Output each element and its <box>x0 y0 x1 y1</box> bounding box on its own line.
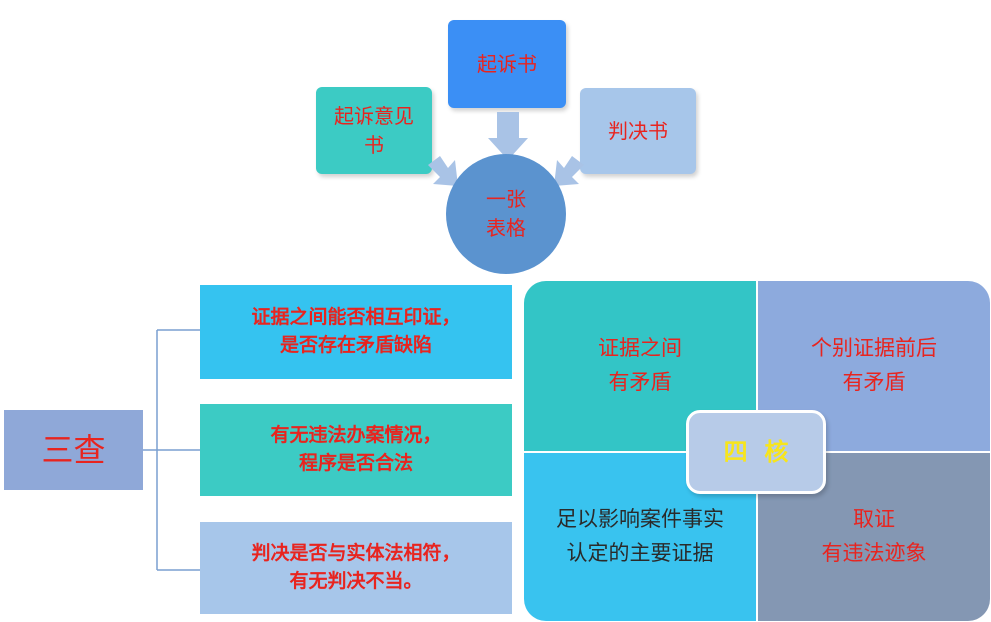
he-cell-bottom-left-text: 足以影响案件事实 认定的主要证据 <box>556 507 724 565</box>
cha-item-1: 证据之间能否相互印证， 是否存在矛盾缺陷 <box>200 285 512 379</box>
he-cell-top-right-text: 个别证据前后 有矛盾 <box>811 336 937 394</box>
he-cell-bottom-right-text: 取证 有违法迹象 <box>821 507 927 565</box>
panjueshu-label: 判决书 <box>608 118 668 143</box>
cha-item-2: 有无违法办案情况， 程序是否合法 <box>200 404 512 496</box>
down-arrow-icon <box>488 112 528 160</box>
cha-item-3-text: 判决是否与实体法相符， 有无判决不当。 <box>251 542 461 592</box>
yizhang-biaoge-label: 一张 表格 <box>486 187 526 240</box>
si-he-label: 四 核 <box>723 436 789 466</box>
qisu-yijianshu-box: 起诉意见 书 <box>316 87 432 174</box>
qisu-yijianshu-label: 起诉意见 书 <box>334 103 414 157</box>
he-cell-top-right: 个别证据前后 有矛盾 <box>758 281 990 451</box>
panjueshu-box: 判决书 <box>580 88 696 174</box>
right-arrow-icon <box>428 156 458 186</box>
bracket-lines <box>143 329 200 571</box>
cha-item-1-text: 证据之间能否相互印证， 是否存在矛盾缺陷 <box>251 306 461 356</box>
si-he-center-box: 四 核 <box>686 410 826 494</box>
he-cell-top-left-text: 证据之间 有矛盾 <box>598 336 682 394</box>
san-cha-label: 三查 <box>41 430 106 469</box>
qisushu-label: 起诉书 <box>477 51 537 76</box>
yizhang-biaoge-circle: 一张 表格 <box>446 154 566 274</box>
cha-item-3: 判决是否与实体法相符， 有无判决不当。 <box>200 522 512 614</box>
cha-item-2-text: 有无违法办案情况， 程序是否合法 <box>270 424 442 474</box>
he-cell-bottom-right: 取证 有违法迹象 <box>758 453 990 621</box>
san-cha-box: 三查 <box>4 410 143 490</box>
qisushu-box: 起诉书 <box>448 20 566 108</box>
